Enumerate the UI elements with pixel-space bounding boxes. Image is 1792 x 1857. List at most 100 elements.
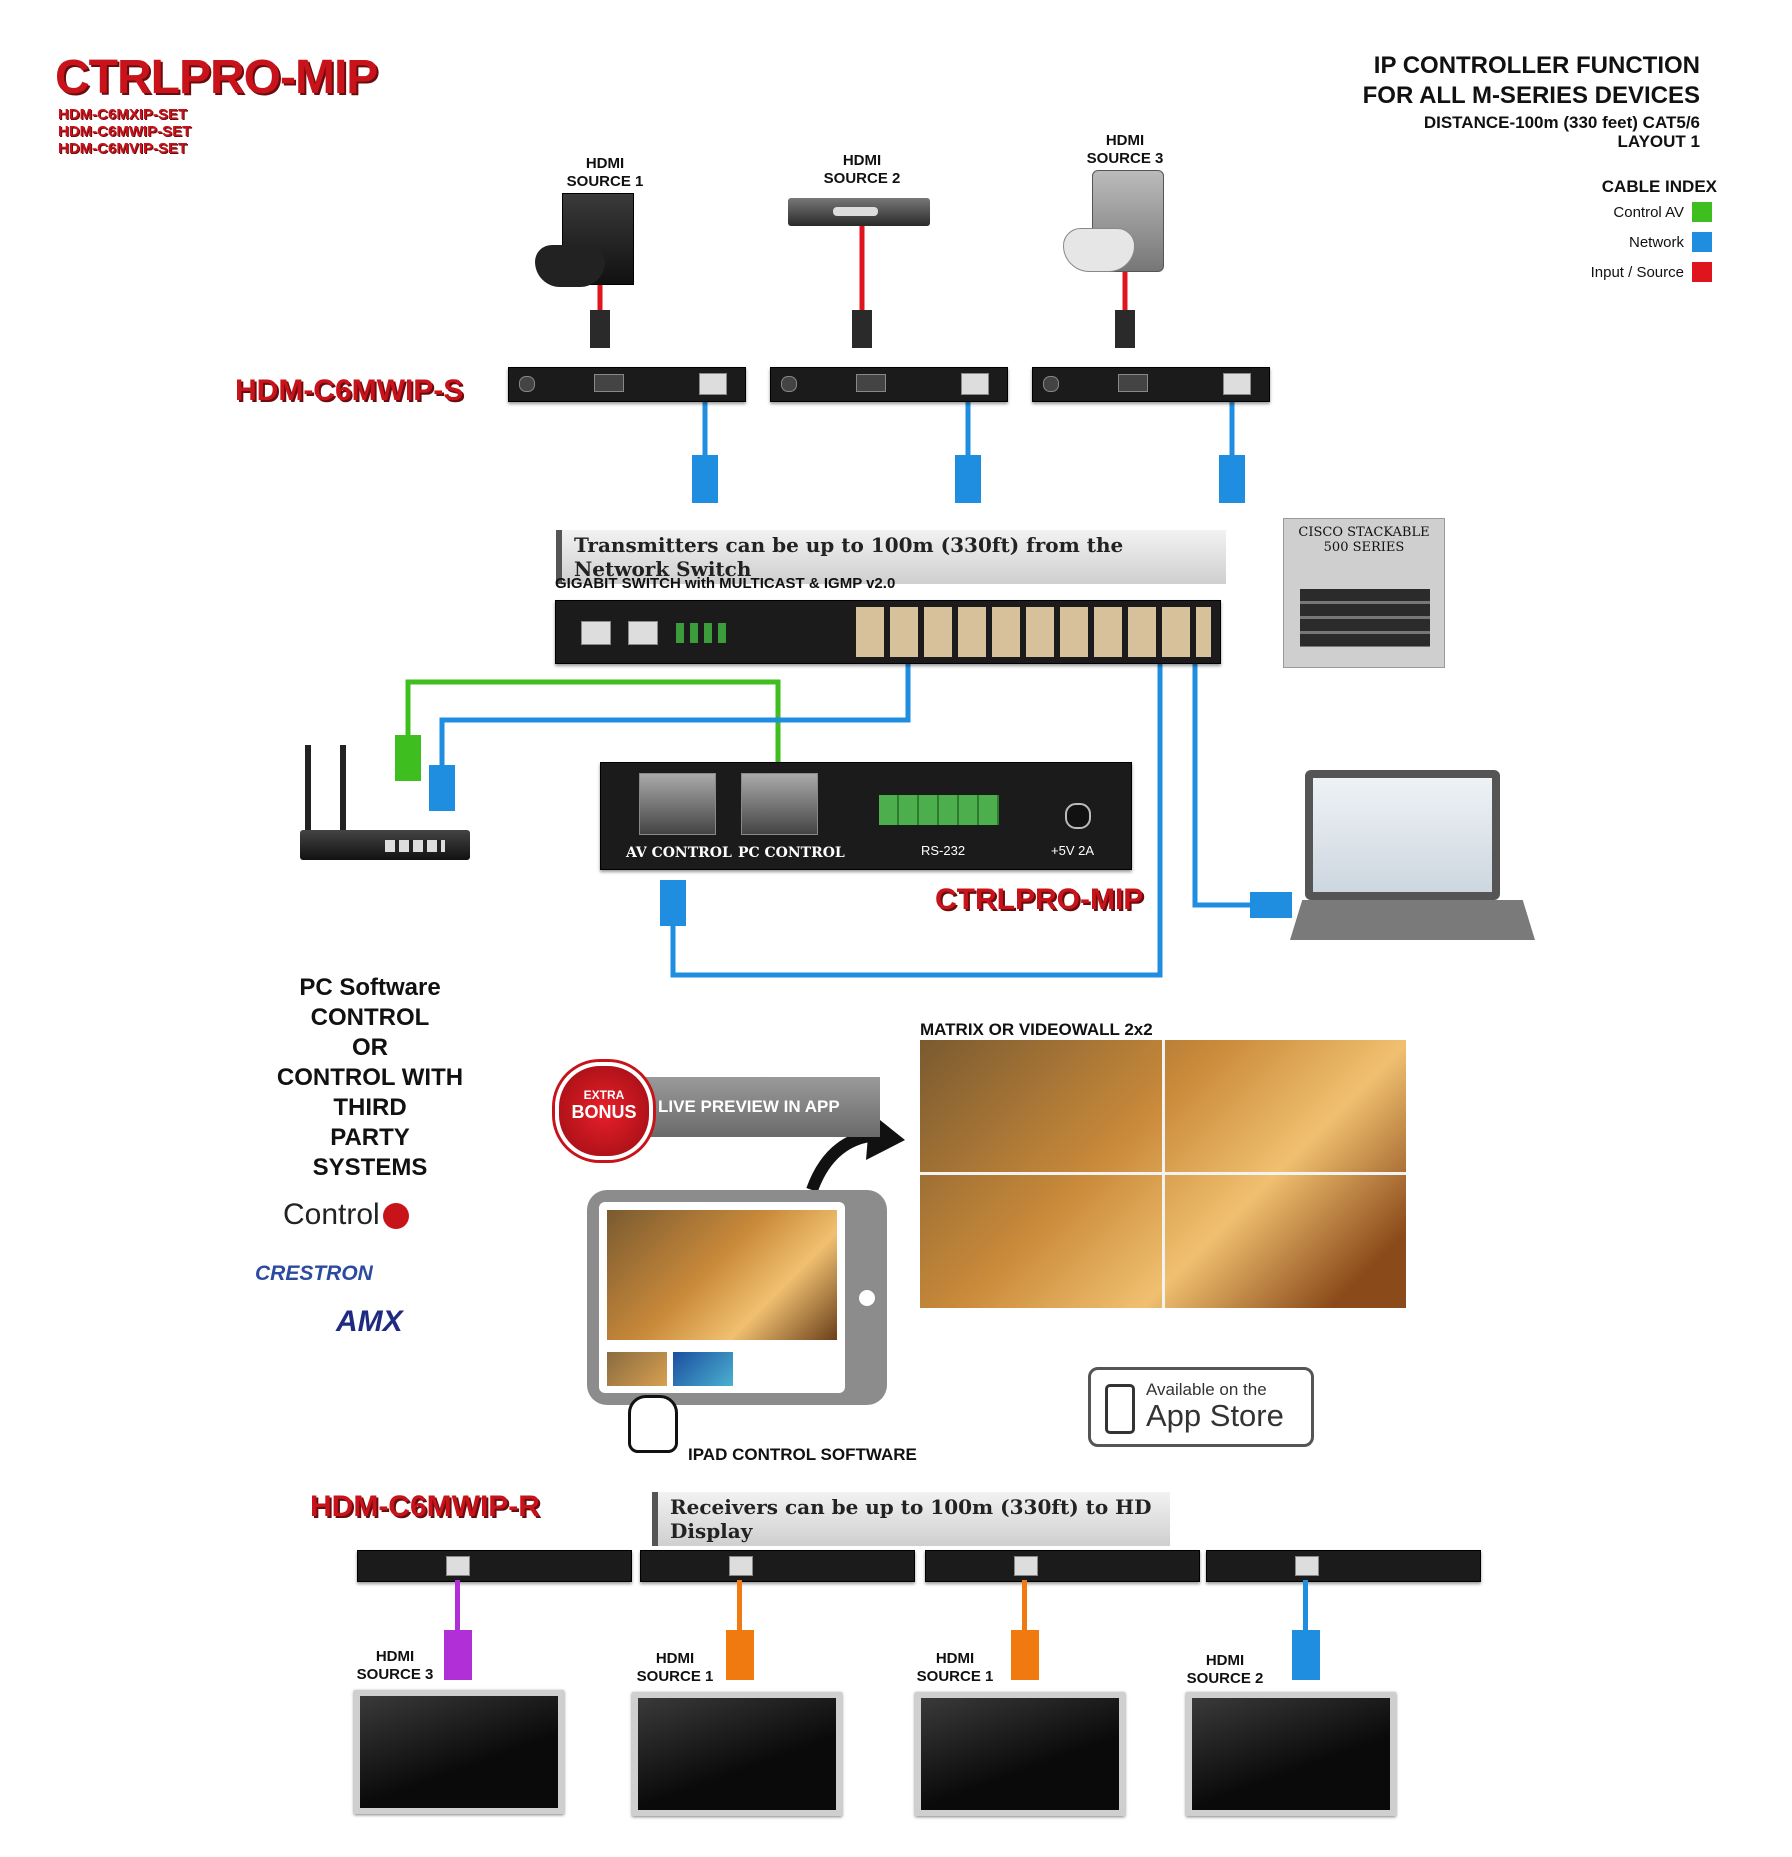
display-1-label: HDMI SOURCE 3	[355, 1648, 435, 1684]
av-control-port	[639, 773, 716, 835]
control4-text: Control	[283, 1198, 380, 1231]
bonus-badge: EXTRA BONUS	[555, 1062, 653, 1160]
display-4	[1186, 1692, 1396, 1816]
source-2-label: HDMI SOURCE 2	[822, 152, 902, 188]
ctrlpro-controller: AV CONTROL PC CONTROL RS-232 +5V 2A	[600, 762, 1132, 870]
phone-icon	[1105, 1384, 1135, 1434]
control-line: CONTROL WITH	[276, 1064, 464, 1091]
legend-swatch	[1692, 202, 1712, 222]
control-line: SYSTEMS	[312, 1154, 428, 1181]
av-control-label: AV CONTROL	[626, 845, 732, 861]
antenna	[305, 745, 311, 835]
control-line: PC Software CONTROL	[299, 974, 441, 1031]
display-4-label: HDMI SOURCE 2	[1185, 1652, 1265, 1688]
control-line: PARTY	[330, 1124, 410, 1151]
source-line: SOURCE 3	[1086, 150, 1164, 167]
transmitter-1	[508, 367, 746, 402]
network-switch	[555, 600, 1221, 664]
rj45-plug	[1219, 455, 1245, 503]
switch-label: GIGABIT SWITCH with MULTICAST & IGMP v2.…	[555, 575, 896, 592]
rj45-plug	[395, 735, 421, 781]
rj45-plug	[955, 455, 981, 503]
app-store-badge[interactable]: Available on the App Store	[1088, 1367, 1314, 1447]
legend-input-source: Input / Source	[1591, 262, 1712, 282]
status-leds	[676, 623, 731, 643]
rs232-terminal	[879, 795, 999, 825]
legend-swatch	[1692, 232, 1712, 252]
display-2	[632, 1692, 842, 1816]
transmitter-2	[770, 367, 1008, 402]
badge-top-text: EXTRA	[583, 1088, 625, 1102]
source-line: HDMI	[842, 152, 882, 169]
transmitter-label: HDM-C6MWIP-S	[235, 374, 464, 407]
control-line: THIRD	[333, 1094, 407, 1121]
media-player-box	[788, 198, 930, 226]
display-line: HDMI	[935, 1650, 975, 1667]
receiver-2	[640, 1550, 915, 1582]
legend-label: Network	[1628, 233, 1684, 251]
cable-index-title: CABLE INDEX	[1601, 177, 1717, 196]
display-line: SOURCE 1	[636, 1668, 714, 1685]
layout-text: LAYOUT 1	[1617, 132, 1700, 151]
display-cable-1	[455, 1580, 460, 1640]
videowall-image	[920, 1040, 1406, 1308]
rj45-plug	[444, 1630, 472, 1680]
set-name-2: HDM-C6MWIP-SET	[58, 123, 192, 140]
receiver-label: HDM-C6MWIP-R	[310, 1490, 540, 1523]
receiver-1	[357, 1550, 632, 1582]
rj45-plug	[726, 1630, 754, 1680]
app-store-line-1: Available on the	[1146, 1380, 1267, 1399]
display-line: SOURCE 3	[356, 1666, 434, 1683]
laptop-base	[1290, 900, 1535, 940]
display-line: HDMI	[375, 1648, 415, 1665]
hdmi-plug-3	[1115, 310, 1135, 348]
rj45-plug	[1011, 1630, 1039, 1680]
pc-control-label: PC CONTROL	[738, 845, 845, 861]
display-1	[354, 1690, 564, 1814]
display-2-label: HDMI SOURCE 1	[635, 1650, 715, 1686]
rs232-label: RS-232	[921, 843, 966, 858]
app-store-line-2: App Store	[1146, 1398, 1284, 1433]
legend-label: Input / Source	[1590, 263, 1684, 281]
source-line: SOURCE 1	[566, 173, 644, 190]
laptop-network-cable	[1192, 662, 1255, 908]
display-cable-3	[1022, 1580, 1027, 1640]
display-cable-4	[1303, 1580, 1308, 1640]
display-line: HDMI	[1205, 1652, 1245, 1669]
hdmi-plug-2	[852, 310, 872, 348]
hand-touch-icon	[628, 1395, 678, 1453]
rj45-plug	[1292, 1630, 1320, 1680]
gamepad-icon	[535, 245, 605, 287]
rj45-plug	[660, 880, 686, 926]
legend-swatch	[1692, 262, 1712, 282]
page-title: CTRLPRO-MIP	[55, 51, 378, 104]
set-name-3: HDM-C6MVIP-SET	[58, 140, 188, 157]
display-cable-2	[737, 1580, 742, 1640]
control4-mark	[382, 1203, 409, 1230]
laptop-screen	[1305, 770, 1500, 900]
hdmi-plug-1	[590, 310, 610, 348]
display-3-label: HDMI SOURCE 1	[915, 1650, 995, 1686]
badge-main-text: BONUS	[571, 1102, 637, 1122]
disc-slot	[833, 207, 878, 216]
power-jack	[1065, 803, 1091, 829]
ipad-preview-image	[607, 1210, 837, 1340]
function-line-1: IP CONTROLLER FUNCTION	[1373, 52, 1700, 79]
distance-text: DISTANCE-100m (330 feet) CAT5/6	[1423, 113, 1700, 132]
display-line: HDMI	[655, 1650, 695, 1667]
display-3	[915, 1692, 1125, 1816]
gamepad-icon	[1063, 228, 1135, 272]
ipad-label: IPAD CONTROL SOFTWARE	[688, 1445, 917, 1464]
source-line: HDMI	[1105, 132, 1145, 149]
receiver-3	[925, 1550, 1200, 1582]
control-options-text: PC Software CONTROL OR CONTROL WITH THIR…	[240, 973, 500, 1183]
control-line: OR	[352, 1034, 388, 1061]
display-line: SOURCE 1	[916, 1668, 994, 1685]
legend-control-av: Control AV	[1613, 202, 1712, 222]
controller-label: CTRLPRO-MIP	[935, 883, 1144, 916]
function-line-2: FOR ALL M-SERIES DEVICES	[1362, 82, 1700, 109]
videowall-label: MATRIX OR VIDEOWALL 2x2	[920, 1020, 1153, 1039]
rj45-plug	[1250, 892, 1292, 918]
pc-control-port	[741, 773, 818, 835]
